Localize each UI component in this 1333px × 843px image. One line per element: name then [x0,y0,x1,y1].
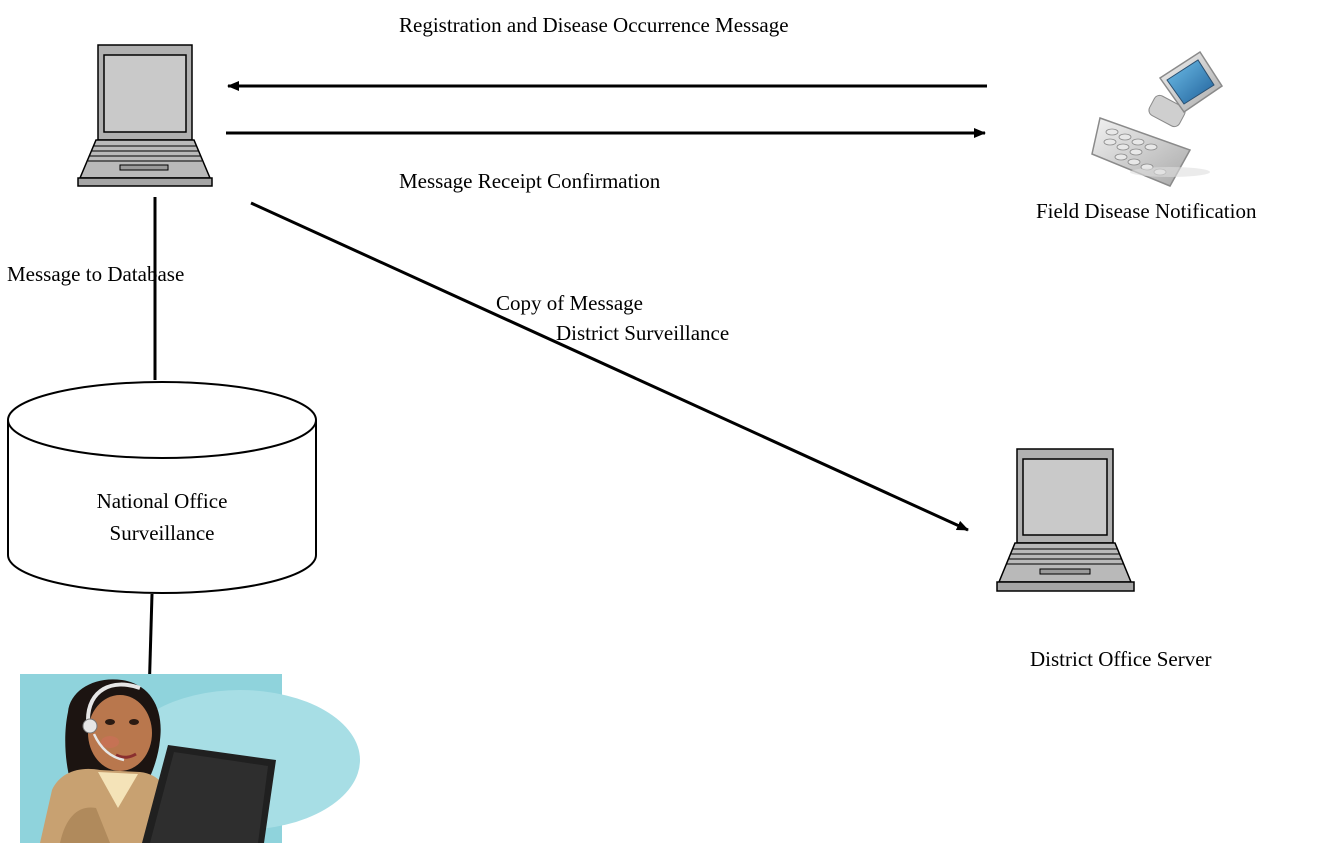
laptop-icon [996,448,1135,592]
message-to-database-label: Message to Database [7,262,185,286]
laptop-icon [77,44,213,187]
registration-message-label: Registration and Disease Occurrence Mess… [399,13,789,37]
copy-of-message-arrow [250,201,969,532]
district-office-server-label: District Office Server [1030,647,1212,671]
national-office-label-line1: National Office [96,489,228,513]
receipt-confirmation-label: Message Receipt Confirmation [399,169,661,193]
field-notification-label: Field Disease Notification [1036,199,1257,223]
mobile-phone-icon [1091,50,1224,187]
call-center-operator-clipart [20,674,360,843]
copy-of-message-label: Copy of Message [496,291,643,315]
district-surveillance-label: District Surveillance [556,321,730,345]
national-office-label-line2: Surveillance [109,521,215,545]
database-cylinder [7,381,317,594]
